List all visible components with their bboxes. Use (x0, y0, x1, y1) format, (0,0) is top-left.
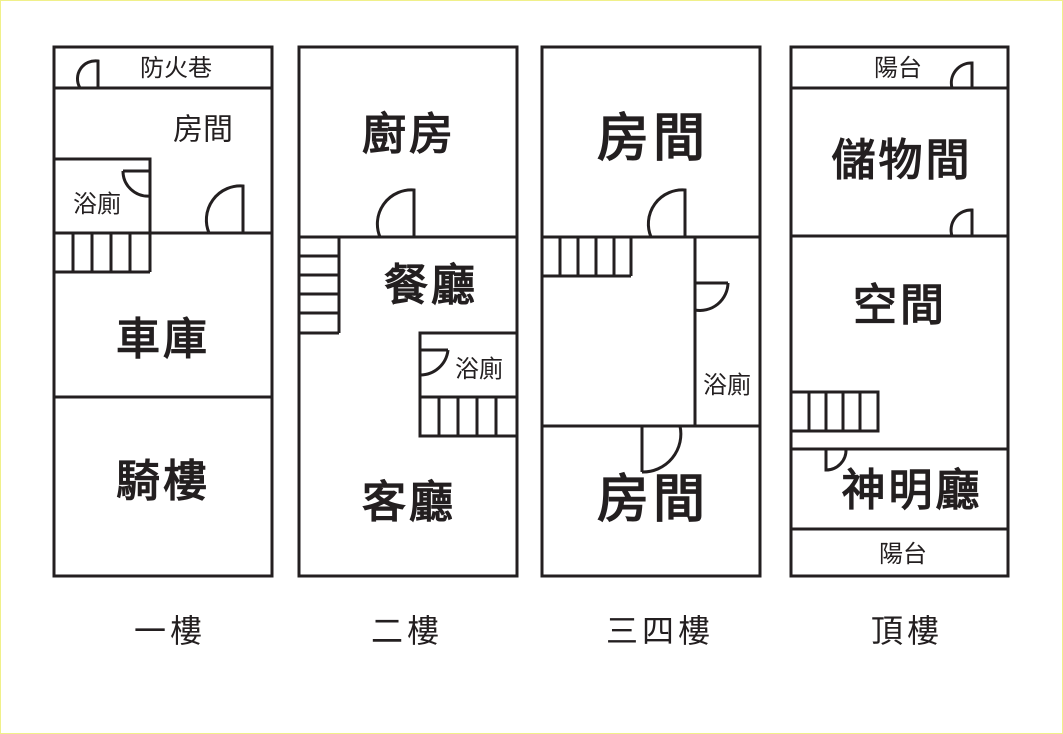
door-icon (694, 281, 730, 312)
door-icon (646, 188, 687, 238)
room-label-storage: 儲物間 (832, 135, 973, 186)
door-icon (640, 425, 683, 474)
floor-2-stairs-left (299, 237, 341, 335)
room-label-room-bottom: 房間 (597, 470, 709, 530)
room-label-balcony-top: 陽台 (874, 54, 922, 82)
door-icon (204, 184, 245, 234)
door-icon (121, 169, 151, 198)
roof-floor-outline (789, 45, 1010, 578)
door-icon (949, 61, 974, 89)
floor-1-stairs (54, 233, 150, 274)
floor-1-bath-wall (54, 157, 152, 272)
floor-3-4-outline (540, 45, 762, 578)
floor-caption-1: 一樓 (134, 612, 206, 650)
floor-2-plan: 廚房 餐廳 浴廁 客廳 (297, 45, 519, 578)
room-label-space: 空間 (853, 280, 947, 331)
room-label-living: 客廳 (362, 477, 456, 528)
floor-caption-2: 二樓 (371, 612, 443, 650)
room-label-dining: 餐廳 (384, 260, 478, 311)
room-label-bath: 浴廁 (703, 371, 751, 399)
room-label-fire-alley: 防火巷 (140, 54, 212, 82)
door-icon (75, 59, 100, 89)
floor-3-4-plan: 房間 浴廁 房間 (540, 45, 762, 578)
floor-2-stairs-lower (437, 397, 498, 436)
door-icon (949, 208, 974, 237)
room-label-balcony-bottom: 陽台 (879, 540, 927, 568)
room-label-room-top: 房間 (597, 109, 709, 169)
room-label-kitchen: 廚房 (362, 109, 456, 160)
door-icon (375, 188, 416, 238)
roof-floor-stairs (791, 390, 880, 433)
room-label-garage: 車庫 (116, 314, 210, 365)
floor-caption-roof: 頂樓 (871, 612, 943, 650)
door-icon (419, 348, 450, 377)
floor-1-plan: 防火巷 房間 浴廁 車庫 騎樓 (52, 45, 274, 578)
room-label-bath: 浴廁 (73, 190, 121, 218)
floor-1-outline (52, 45, 274, 578)
room-label-bath: 浴廁 (455, 355, 503, 383)
room-label-arcade: 騎樓 (116, 456, 210, 507)
floor-2-bath-wall (418, 331, 517, 438)
floor-caption-3-4: 三四樓 (606, 612, 714, 650)
room-label-room: 房間 (173, 113, 233, 148)
floor-3-4-stairs (542, 237, 633, 278)
roof-floor-plan: 陽台 儲物間 空間 神明廳 陽台 (789, 45, 1010, 578)
room-label-shrine: 神明廳 (842, 465, 983, 516)
door-icon (824, 448, 848, 472)
